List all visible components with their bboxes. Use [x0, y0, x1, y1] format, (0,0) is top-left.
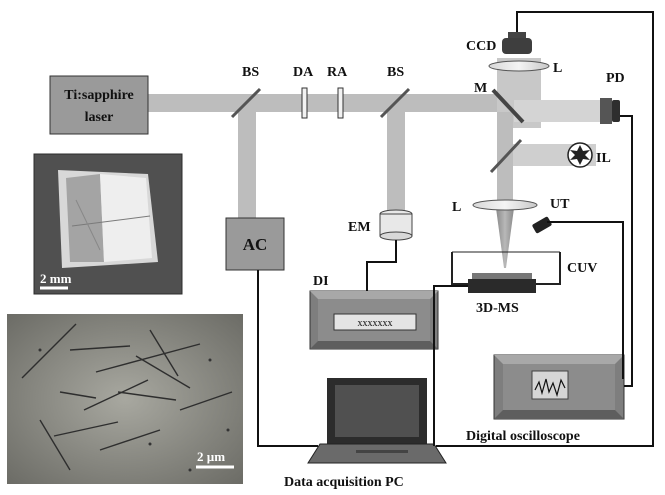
pc-label: Data acquisition PC — [284, 475, 404, 490]
lens-top — [488, 60, 550, 72]
ut-label: UT — [550, 197, 570, 212]
ra-label: RA — [327, 65, 348, 80]
photodiode — [600, 98, 620, 124]
energy-meter — [379, 209, 413, 241]
illumination-lamp — [567, 142, 593, 168]
oscilloscope-label: Digital oscilloscope — [466, 429, 580, 444]
sample-stage-3dms — [468, 273, 536, 293]
pd-label: PD — [606, 71, 625, 86]
microscope-image: 2 µm — [7, 314, 243, 484]
digital-oscilloscope — [493, 354, 625, 420]
cable-ac — [257, 270, 318, 447]
cable-pd — [620, 115, 633, 387]
lens-top-label: L — [553, 61, 562, 76]
lens-focus — [472, 199, 538, 211]
main-beam — [148, 94, 508, 112]
attenuator-da — [301, 87, 308, 119]
ccd-label: CCD — [466, 39, 496, 54]
focus-cone — [496, 208, 514, 268]
rotator-ra — [337, 87, 344, 119]
laser-source: Ti:sapphire laser — [49, 75, 149, 135]
beam-splitter-3 — [489, 138, 523, 174]
lens-mid-label: L — [452, 200, 461, 215]
di-label: DI — [313, 274, 329, 289]
mirror-m — [491, 88, 525, 124]
em-label: EM — [348, 220, 371, 235]
beam-splitter-2 — [379, 87, 411, 119]
ms3d-label: 3D-MS — [476, 301, 519, 316]
laser-beams — [148, 58, 600, 268]
laser-label-line2: laser — [85, 110, 114, 125]
da-label: DA — [293, 65, 314, 80]
pd-beam — [514, 100, 600, 122]
bs2-label: BS — [387, 65, 404, 80]
oscilloscope-trace — [534, 378, 566, 398]
beam-splitter-1 — [230, 87, 262, 119]
em-beam — [387, 112, 405, 212]
crystal-photo: 2 mm — [33, 153, 183, 295]
ac-beam — [238, 112, 256, 218]
digital-indicator: xxxxxxx — [309, 290, 439, 350]
bs1-label: BS — [242, 65, 259, 80]
data-acquisition-pc — [307, 378, 447, 464]
scale-bar-mm: 2 mm — [40, 271, 72, 286]
mirror-label: M — [474, 81, 487, 96]
cable-em — [366, 240, 397, 291]
signal-cables — [257, 11, 654, 447]
ac-label: AC — [243, 235, 268, 254]
cable-3dms — [433, 285, 468, 446]
autocorrelator: AC — [225, 217, 285, 271]
laser-label-line1: Ti:sapphire — [64, 88, 134, 103]
scale-bar-um: 2 µm — [197, 449, 225, 464]
cable-ccd — [436, 11, 654, 447]
ultrasonic-transducer — [532, 216, 552, 234]
ccd-camera — [502, 32, 532, 54]
cable-ut — [547, 221, 624, 379]
cuv-label: CUV — [567, 261, 597, 276]
il-label: IL — [596, 151, 611, 166]
di-screen-text: xxxxxxx — [358, 318, 393, 329]
